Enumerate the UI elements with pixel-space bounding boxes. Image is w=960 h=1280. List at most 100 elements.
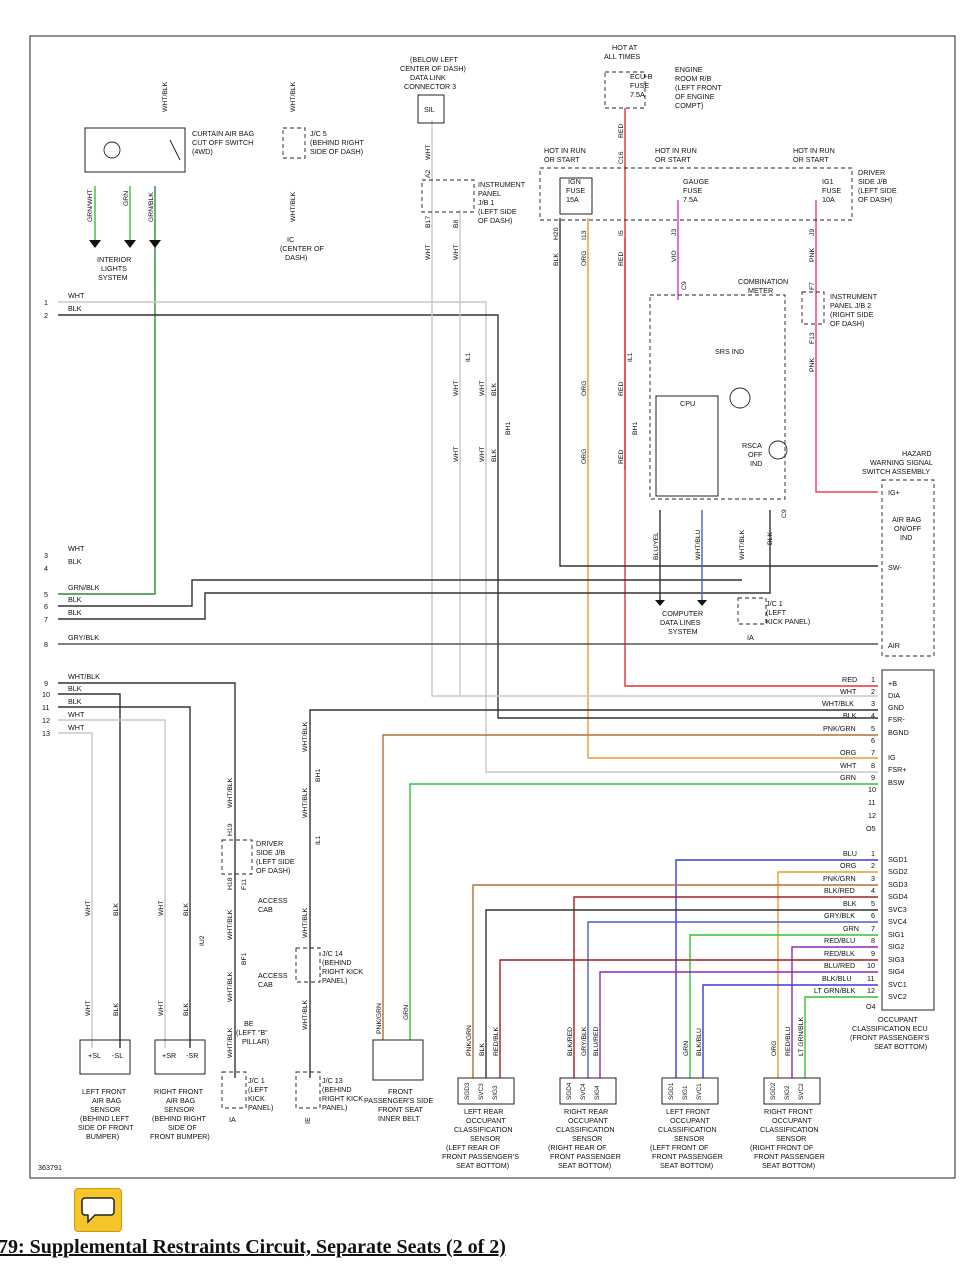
gauge-l2: FUSE (683, 186, 702, 195)
lfp-2: SIG1 (682, 1085, 689, 1100)
wire-blk-sw (559, 218, 878, 567)
djl-4: OF DASH) (256, 866, 290, 875)
wire-blk-7 (58, 510, 771, 620)
ac2-2: CAB (258, 980, 273, 989)
airbag-ind-l2: ON/OFF (894, 524, 922, 533)
diagram-id: 363791 (38, 1163, 62, 1172)
wire-sgd2 (777, 871, 878, 1078)
ecu-title-1: OCCUPANT (878, 1015, 918, 1024)
ecub-o4: O4 (866, 1002, 876, 1011)
vl-red-2: RED (618, 382, 625, 396)
ecub-w-8: RED/BLU (824, 936, 855, 945)
vl-blk-h20: BLK (553, 253, 560, 266)
vl-blk-l2: BLK (183, 903, 190, 916)
wire-svc1 (702, 984, 878, 1078)
engine-l4: OF ENGINE (675, 92, 715, 101)
lwire-1: WHT (68, 291, 85, 300)
wire-blk-2 (58, 314, 878, 719)
rfo-1: RIGHT FRONT (764, 1107, 814, 1116)
wire-sig3 (499, 959, 878, 1078)
ecu-p-3: 3 (871, 699, 875, 708)
jc1-low-box (221, 1071, 247, 1109)
lro-6: FRONT PASSENGER'S (442, 1152, 519, 1161)
dlc-l2: CENTER OF DASH) (400, 64, 466, 73)
dlc-l4: CONNECTOR 3 (404, 82, 456, 91)
ls-4: (BEHIND LEFT (80, 1114, 130, 1123)
ecu-w-2: WHT (840, 687, 857, 696)
vl-wht-blk-a: WHT/BLK (162, 81, 169, 112)
lf-occ-sensor-box (661, 1077, 719, 1105)
ecub-l1: ECU-B (630, 72, 653, 81)
caption-text: 79: Supplemental Restraints Circuit, Sep… (0, 1236, 506, 1258)
wire-sig2 (791, 946, 878, 1078)
ic-l2: (CENTER OF (280, 244, 325, 253)
occupant-ecu-box (881, 669, 935, 1011)
wire-svc4 (587, 921, 878, 1078)
vl-pnk-1: PNK (809, 248, 816, 262)
jc13-4: PANEL) (322, 1103, 347, 1112)
jc14-4: PANEL) (322, 976, 347, 985)
vl-blk-1: BLK (491, 383, 498, 396)
ig1-l1: IG1 (822, 177, 834, 186)
jc1l-1: J/C 1 (248, 1076, 265, 1085)
lnum-9: 9 (44, 679, 48, 688)
vl-wht-1: WHT (453, 381, 460, 396)
vl-grn-blk: GRN/BLK (148, 192, 155, 222)
meter-l2: METER (748, 286, 773, 295)
lnum-6: 6 (44, 602, 48, 611)
ecu-p-5: 5 (871, 724, 875, 733)
jc14-2: (BEHIND (322, 958, 352, 967)
ipjb2-l3: (RIGHT SIDE (830, 310, 874, 319)
buckle-2: PASSENGER'S SIDE (364, 1096, 433, 1105)
ipjb1-l1: INSTRUMENT (478, 180, 526, 189)
vl-rr-1: BLK/RED (567, 1027, 574, 1056)
rs-4: (BEHIND RIGHT (152, 1114, 207, 1123)
lfp-3: SVC1 (696, 1083, 703, 1100)
vl-f13: F13 (809, 332, 816, 344)
ecu-p-11: 11 (868, 798, 875, 807)
vl-blk-2: BLK (491, 449, 498, 462)
ecub-p-12: 12 (867, 986, 875, 995)
jc13-3: RIGHT KICK (322, 1094, 363, 1103)
ecu-n-3: GND (888, 703, 904, 712)
airbag-ind-l3: IND (900, 533, 912, 542)
ecub-p-5: 5 (871, 899, 875, 908)
vl-grn-wht: GRN/WHT (87, 190, 94, 222)
ecub-l3: 7.5A (630, 90, 645, 99)
rsca-l1: RSCA (742, 441, 762, 450)
vl-bf1: BF1 (241, 952, 248, 965)
lwire-12: WHT (68, 710, 85, 719)
engine-l3: (LEFT FRONT (675, 83, 722, 92)
vl-bh1-c: BH1 (315, 769, 322, 782)
ecub-w-2: ORG (840, 861, 857, 870)
wire-wht-blk-9 (58, 682, 236, 1078)
ecub-n-9: SIG3 (888, 955, 904, 964)
vl-pnk-2: PNK (809, 358, 816, 372)
vl-blk-l4: BLK (183, 1003, 190, 1016)
lnum-8: 8 (44, 640, 48, 649)
wire-wht-dlc (431, 120, 878, 697)
lfo-7: SEAT BOTTOM) (660, 1161, 713, 1170)
be-3: PILLAR) (242, 1037, 269, 1046)
vl-wht-blk-b: WHT/BLK (290, 81, 297, 112)
ecub-p-11: 11 (867, 974, 874, 983)
be-2: (LEFT "B" (236, 1028, 268, 1037)
ecu-p-1: 1 (871, 675, 875, 684)
djl-2: SIDE J/B (256, 848, 285, 857)
vl-wht-blk-g: WHT/BLK (302, 721, 309, 752)
jc1-upper-box (737, 597, 767, 625)
ecu-title-4: SEAT BOTTOM) (874, 1042, 927, 1051)
note-icon[interactable] (74, 1188, 122, 1232)
ecub-p-6: 6 (871, 911, 875, 920)
ecub-w-3: PNK/GRN (823, 874, 856, 883)
lfo-3: CLASSIFICATION (658, 1125, 717, 1134)
meter-l1: COMBINATION (738, 277, 788, 286)
cdl-l1: COMPUTER (662, 609, 703, 618)
lnum-12: 12 (42, 716, 50, 725)
speech-bubble-icon (81, 1197, 115, 1224)
ecub-w-9: RED/BLK (824, 949, 855, 958)
jc1l-2: (LEFT (248, 1085, 269, 1094)
ecu-p-7: 7 (871, 748, 875, 757)
airbag-ind-l1: AIR BAG (892, 515, 922, 524)
wire-pnk-ig (815, 200, 878, 493)
